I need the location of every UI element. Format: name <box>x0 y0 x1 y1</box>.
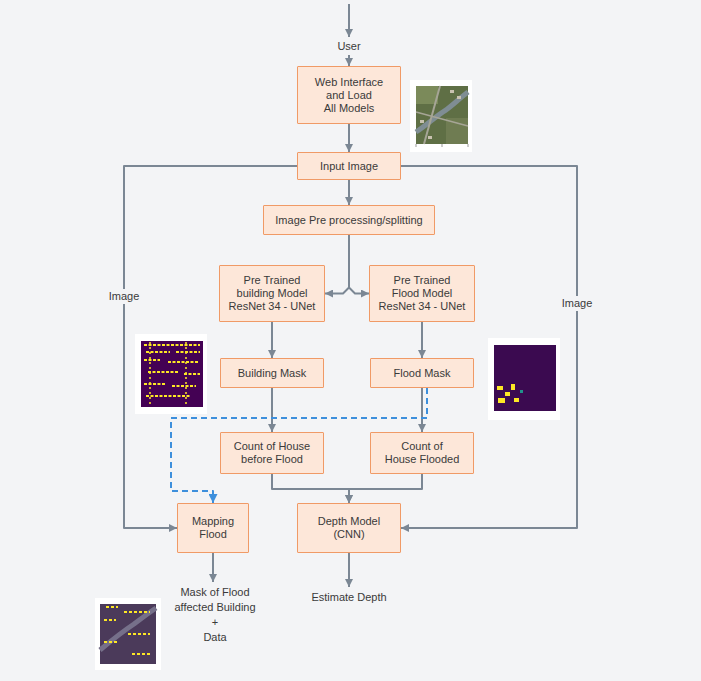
node-text: Pre Trained Flood Model ResNet 34 - UNet <box>378 274 466 313</box>
node-text: Image Pre processing/splitting <box>275 214 422 227</box>
flow-arrow <box>348 124 350 152</box>
mask-box: Building Mask <box>220 358 324 388</box>
building-mask-thumbnail <box>135 334 207 414</box>
flood-pixels <box>498 398 505 403</box>
node-text: Web Interface and Load All Models <box>306 76 392 115</box>
mask-ground <box>494 345 556 411</box>
flood-pixels <box>520 390 523 393</box>
flood-pixels <box>505 392 510 396</box>
flow-arrow <box>421 322 423 358</box>
building-pixels <box>150 342 186 405</box>
model-box: Pre Trained building Model ResNet 34 - U… <box>219 265 325 322</box>
user-arrow <box>348 55 350 66</box>
flood-map-thumbnail <box>95 598 161 670</box>
satellite-house <box>450 90 454 93</box>
output-label: Data <box>203 630 226 645</box>
output-label: + <box>212 615 218 630</box>
satellite-ground <box>416 86 468 144</box>
thumbnail-frame <box>410 80 472 152</box>
output-arrow <box>348 553 350 587</box>
flow-arrow <box>272 474 349 503</box>
map-ground <box>100 604 156 664</box>
input-box: Input Image <box>297 152 401 180</box>
thumbnail-frame <box>135 334 207 414</box>
mask-ground <box>141 341 203 407</box>
thumbnail-frame <box>95 598 161 670</box>
satellite-thumbnail <box>410 80 472 152</box>
node-text: Count of House before Flood <box>229 440 315 466</box>
output-arrow <box>212 553 214 582</box>
node-text: Input Image <box>320 160 378 173</box>
flow-arrow <box>271 388 273 432</box>
satellite-field <box>416 86 438 104</box>
flow-arrow <box>421 388 423 432</box>
axis-tick <box>468 144 469 147</box>
count-box: Count of House before Flood <box>220 432 324 474</box>
satellite-river <box>416 92 468 132</box>
flood-pixels <box>497 386 503 390</box>
node-text: Depth Model (CNN) <box>306 515 392 541</box>
flow-arrow <box>271 322 273 358</box>
output-label: Estimate Depth <box>311 590 386 605</box>
mapping-box: Mapping Flood <box>177 503 249 553</box>
model-box: Depth Model (CNN) <box>297 503 401 553</box>
axis-tick <box>442 144 443 147</box>
satellite-house <box>457 96 461 99</box>
flow-arrow <box>349 235 369 294</box>
building-pixels <box>144 345 200 396</box>
actor-label: User <box>337 39 360 54</box>
flood-mask-thumbnail <box>488 338 560 420</box>
affected-building-pixels <box>104 607 152 654</box>
flow-arrow <box>349 474 422 503</box>
satellite-road <box>416 112 468 126</box>
interface-box: Web Interface and Load All Models <box>297 66 401 124</box>
node-text: Flood Mask <box>394 367 451 380</box>
edge-label: Image <box>107 289 142 304</box>
node-text: Pre Trained building Model ResNet 34 - U… <box>228 274 316 313</box>
mask-box: Flood Mask <box>370 358 474 388</box>
node-text: Count of House Flooded <box>379 440 465 466</box>
satellite-field <box>446 118 468 144</box>
thumbnail-frame <box>488 338 560 420</box>
count-box: Count of House Flooded <box>370 432 474 474</box>
map-river <box>100 608 156 650</box>
connector-layer <box>124 124 577 528</box>
node-text: Building Mask <box>238 367 306 380</box>
flood-pixels <box>511 384 515 390</box>
edge-label: Image <box>560 296 595 311</box>
process-box: Image Pre processing/splitting <box>263 205 435 235</box>
node-text: Mapping Flood <box>186 515 240 541</box>
axis-tick <box>416 144 417 147</box>
flow-arrow <box>325 235 349 294</box>
flow-arrow <box>348 180 350 205</box>
model-box: Pre Trained Flood Model ResNet 34 - UNet <box>369 265 475 322</box>
satellite-house <box>428 136 432 139</box>
satellite-house <box>420 120 424 123</box>
output-label: Mask of Flood affected Building <box>163 585 267 615</box>
flood-pixels <box>514 398 519 402</box>
input-arrow <box>348 4 350 37</box>
